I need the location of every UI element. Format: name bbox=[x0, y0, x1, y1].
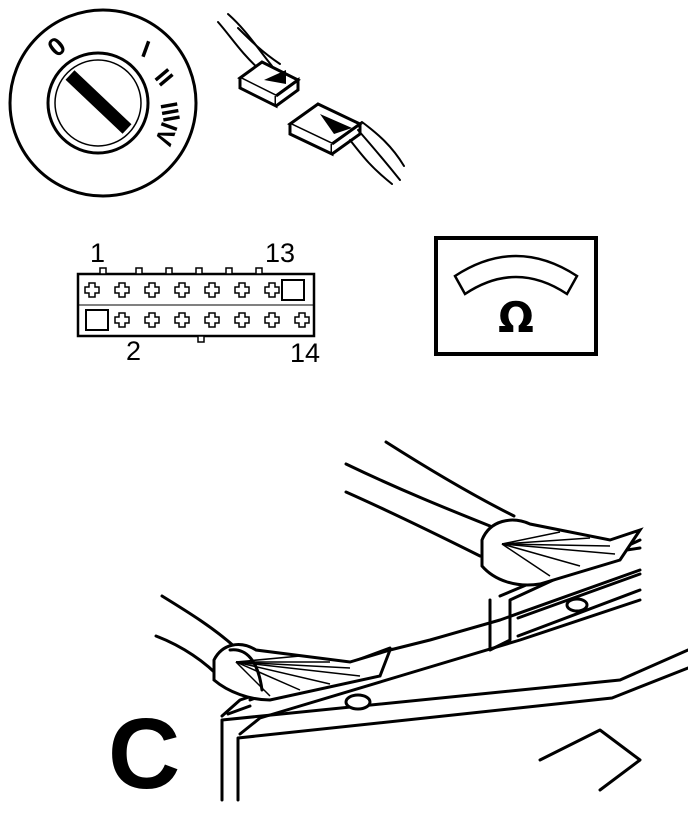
right-cable-top-2 bbox=[384, 440, 516, 518]
connector-pinout: 1 13 2 14 bbox=[76, 238, 320, 368]
connector-pin bbox=[144, 312, 160, 328]
wire-strand bbox=[501, 543, 616, 555]
connector-pin bbox=[234, 282, 250, 298]
ohm-symbol: Ω bbox=[498, 293, 534, 342]
wire-strand bbox=[501, 531, 561, 545]
arrow-up-icon bbox=[264, 70, 286, 84]
left-cable-bottom bbox=[154, 634, 224, 682]
left-wire-fan bbox=[212, 643, 393, 702]
right-connector-rail-lower bbox=[516, 588, 642, 638]
connector-pin bbox=[114, 312, 130, 328]
wire-strand bbox=[501, 543, 611, 547]
connector-body bbox=[76, 267, 316, 343]
connector-pin bbox=[174, 282, 190, 298]
pin-label-1: 1 bbox=[90, 238, 105, 268]
wire-strand bbox=[235, 655, 301, 663]
lower-plug bbox=[287, 102, 363, 157]
ignition-position-3: III bbox=[154, 100, 184, 124]
wire-strand bbox=[235, 661, 271, 697]
ohmmeter: Ω bbox=[434, 236, 598, 356]
ignition-inner-ring bbox=[54, 59, 142, 147]
connector-blank-slot bbox=[85, 309, 109, 331]
wire-strand bbox=[501, 543, 581, 567]
housing-inner-edge bbox=[236, 666, 688, 802]
wire bbox=[357, 129, 401, 181]
right-connector-rail bbox=[516, 572, 642, 620]
connector-latch-bump bbox=[255, 267, 263, 275]
connector-latch-bump bbox=[197, 335, 205, 343]
connector-pin bbox=[294, 312, 310, 328]
pin-label-2: 2 bbox=[126, 336, 141, 366]
plug-disconnect-illustration bbox=[217, 13, 405, 185]
connector-block-lower bbox=[238, 598, 642, 736]
detail-c-installation: C bbox=[108, 440, 688, 810]
connector-block-top bbox=[220, 568, 642, 718]
ignition-switch: 0 I II III IV bbox=[8, 8, 198, 198]
connector-pin bbox=[234, 312, 250, 328]
key-slot bbox=[65, 70, 132, 134]
connector-latch-bump bbox=[195, 267, 203, 275]
connector-blank-slot bbox=[281, 279, 305, 301]
connector-latch-bump bbox=[99, 267, 107, 275]
wire bbox=[227, 13, 273, 67]
left-cable-top bbox=[160, 594, 238, 650]
detail-letter-c: C bbox=[108, 698, 180, 810]
connector-latch-bump bbox=[225, 267, 233, 275]
locking-tab-left bbox=[344, 693, 372, 711]
wire bbox=[349, 139, 393, 185]
locking-tab-right bbox=[565, 597, 589, 613]
upper-plug bbox=[237, 60, 301, 109]
wire-strand bbox=[501, 537, 591, 545]
meter-scale-arc bbox=[453, 254, 579, 296]
housing-recess bbox=[538, 728, 642, 792]
connector-pin bbox=[264, 282, 280, 298]
wire-strand bbox=[235, 661, 301, 691]
right-cable-bottom bbox=[344, 490, 482, 558]
connector-pin bbox=[84, 282, 100, 298]
connector-pin bbox=[144, 282, 160, 298]
connector-pin bbox=[114, 282, 130, 298]
wire bbox=[237, 27, 281, 65]
connector-pin bbox=[204, 282, 220, 298]
left-wire-fan-strands bbox=[235, 655, 361, 697]
wire-strand bbox=[235, 661, 361, 677]
pin-label-13: 13 bbox=[265, 238, 295, 268]
housing-corner bbox=[226, 704, 252, 716]
connector-latch-bump bbox=[135, 267, 143, 275]
connector-pin bbox=[264, 312, 280, 328]
wire bbox=[361, 121, 405, 167]
right-wire-fan bbox=[480, 518, 644, 587]
housing-top-edge bbox=[220, 648, 688, 802]
wire-strand bbox=[501, 543, 551, 577]
wire-strand bbox=[235, 661, 331, 685]
right-cable-top bbox=[344, 462, 492, 528]
pin-label-14: 14 bbox=[290, 338, 320, 368]
connector-pin bbox=[204, 312, 220, 328]
right-wire-fan-strands bbox=[501, 531, 616, 577]
arrow-down-icon bbox=[320, 114, 352, 134]
connector-pin bbox=[174, 312, 190, 328]
connector-latch-bump bbox=[165, 267, 173, 275]
left-sleeve-edge bbox=[228, 648, 264, 692]
